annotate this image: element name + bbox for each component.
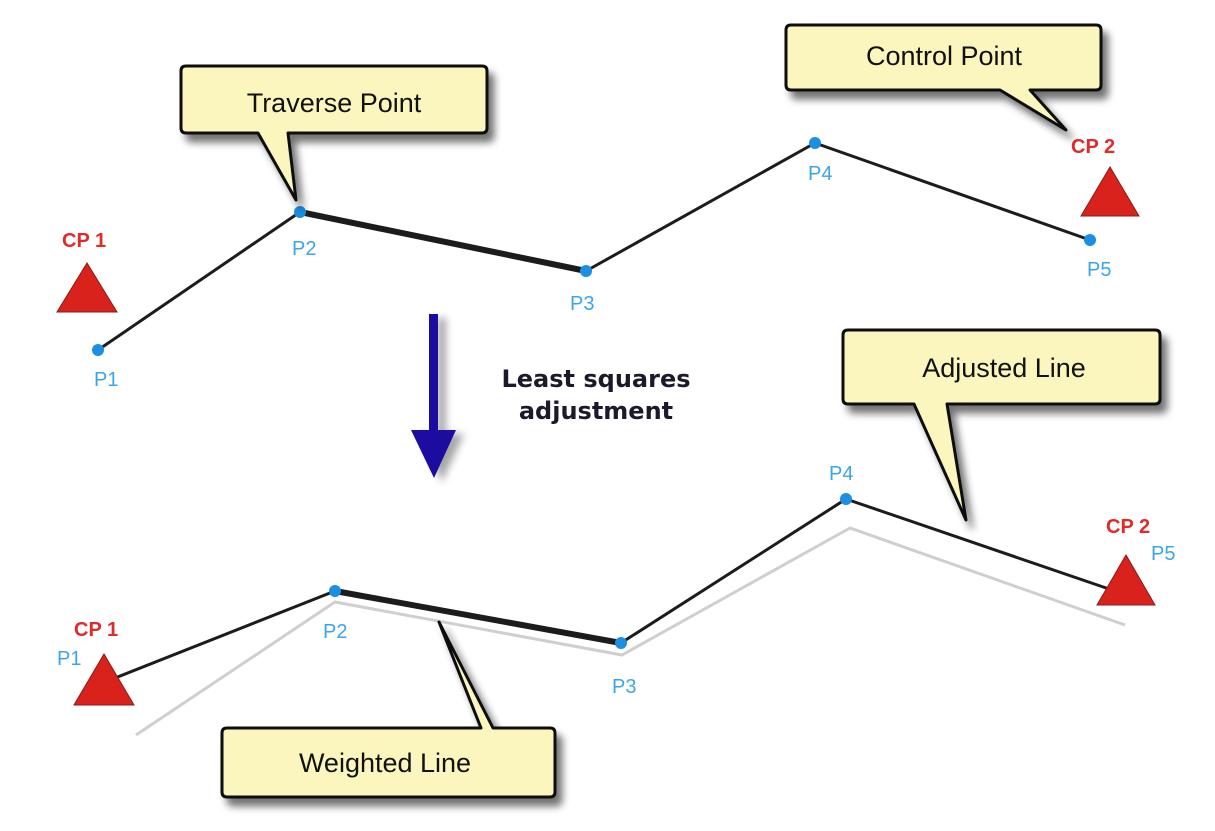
control-point-triangle-cp1 bbox=[73, 653, 135, 706]
caption-line-1: Least squares bbox=[501, 365, 690, 393]
point-label: P1 bbox=[94, 369, 118, 391]
callout-adjusted-line bbox=[841, 328, 1162, 522]
after-traverse: CP 1 P1 P2 P3 P4 CP 2 P5 bbox=[57, 463, 1175, 737]
point-label: P2 bbox=[292, 238, 316, 260]
control-point-label: CP 2 bbox=[1106, 516, 1150, 538]
traverse-point-p3 bbox=[615, 637, 627, 649]
control-point-triangle-cp1 bbox=[56, 262, 118, 313]
segment-p4-p5 bbox=[845, 497, 1113, 592]
segment-p1-p2 bbox=[109, 589, 336, 682]
weighted-segment-p2-p3 bbox=[334, 588, 622, 646]
traverse-point-p5 bbox=[1084, 234, 1096, 246]
caption-line-2: adjustment bbox=[519, 397, 673, 425]
callout-traverse-point bbox=[179, 64, 489, 202]
segment-p4-p5 bbox=[814, 141, 1091, 242]
control-point-label: CP 1 bbox=[74, 619, 118, 641]
traverse-point-p3 bbox=[580, 265, 592, 277]
point-label: P1 bbox=[57, 648, 81, 670]
segment-p3-p4 bbox=[620, 497, 847, 645]
down-arrow-icon bbox=[411, 314, 456, 478]
original-line bbox=[135, 526, 1126, 737]
callout-weighted-line bbox=[220, 620, 557, 799]
point-label: P4 bbox=[808, 163, 832, 185]
callout-label-adjusted-line: Adjusted Line bbox=[922, 353, 1086, 383]
traverse-point-p2 bbox=[294, 206, 306, 218]
callout-label-control-point: Control Point bbox=[866, 41, 1023, 71]
traverse-point-p4 bbox=[840, 493, 852, 505]
control-point-label: CP 1 bbox=[62, 230, 106, 252]
control-point-triangle-cp2 bbox=[1096, 554, 1156, 606]
traverse-point-p2 bbox=[329, 585, 341, 597]
before-traverse: P1 P2 P3 P4 P5 CP 1 CP 2 bbox=[56, 136, 1140, 391]
traverse-point-p1 bbox=[92, 344, 104, 356]
callout-label-weighted-line: Weighted Line bbox=[299, 748, 471, 778]
segment-p3-p4 bbox=[585, 141, 816, 273]
point-label: P2 bbox=[323, 621, 347, 643]
point-label: P5 bbox=[1151, 543, 1175, 565]
callout-label-traverse-point: Traverse Point bbox=[247, 88, 422, 118]
callout-control-point bbox=[784, 23, 1103, 132]
control-point-triangle-cp2 bbox=[1080, 166, 1140, 217]
traverse-point-p4 bbox=[809, 137, 821, 149]
segment-p1-p2 bbox=[97, 210, 301, 352]
control-point-label: CP 2 bbox=[1071, 136, 1115, 158]
weighted-segment-p2-p3 bbox=[299, 209, 587, 274]
point-label: P3 bbox=[612, 676, 636, 698]
point-label: P4 bbox=[829, 463, 853, 485]
point-label: P3 bbox=[570, 293, 594, 315]
point-label: P5 bbox=[1087, 259, 1111, 281]
